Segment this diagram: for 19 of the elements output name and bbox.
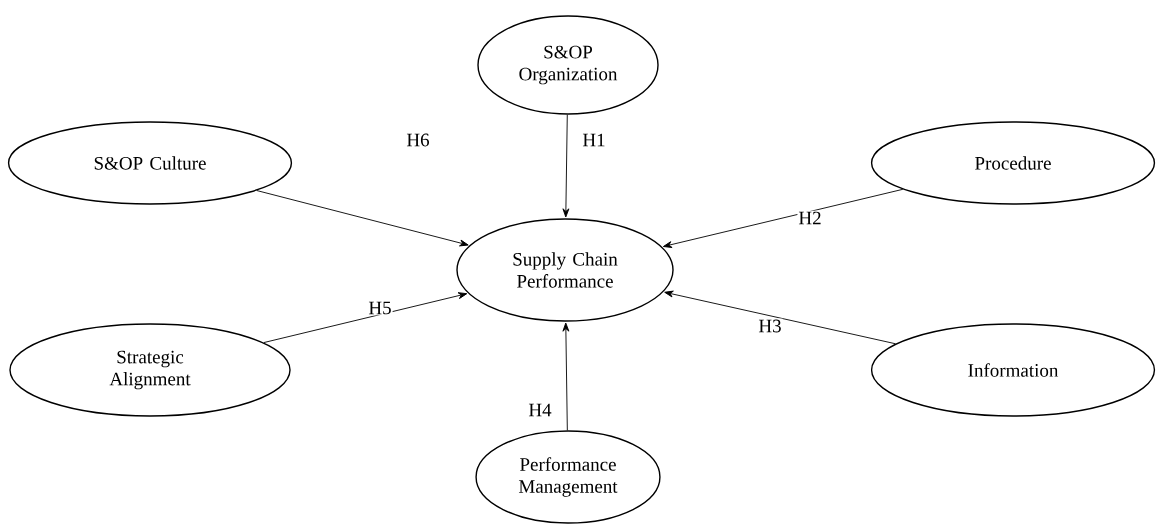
ellipse-node: Supply Chain Performance (456, 218, 674, 322)
edge-label: H1 (581, 132, 607, 148)
ellipse-node: Performance Management (475, 430, 661, 524)
edge-label: H2 (797, 210, 823, 226)
arrow (256, 190, 469, 247)
ellipse-node: S&OP Organization (477, 15, 659, 115)
arrow (263, 292, 468, 343)
ellipse-node: Procedure (870, 121, 1156, 205)
arrow (562, 114, 570, 218)
edge-label: H5 (367, 300, 393, 316)
ellipse-node: Information (870, 323, 1156, 417)
arrow (562, 322, 570, 431)
edge-label: H6 (405, 132, 431, 148)
arrow (662, 188, 904, 248)
edge-label: H4 (527, 402, 553, 418)
ellipse-node: S&OP Culture (7, 121, 293, 205)
edge-label: H3 (757, 318, 783, 334)
ellipse-node: Strategic Alignment (9, 323, 291, 417)
arrow (664, 290, 896, 345)
